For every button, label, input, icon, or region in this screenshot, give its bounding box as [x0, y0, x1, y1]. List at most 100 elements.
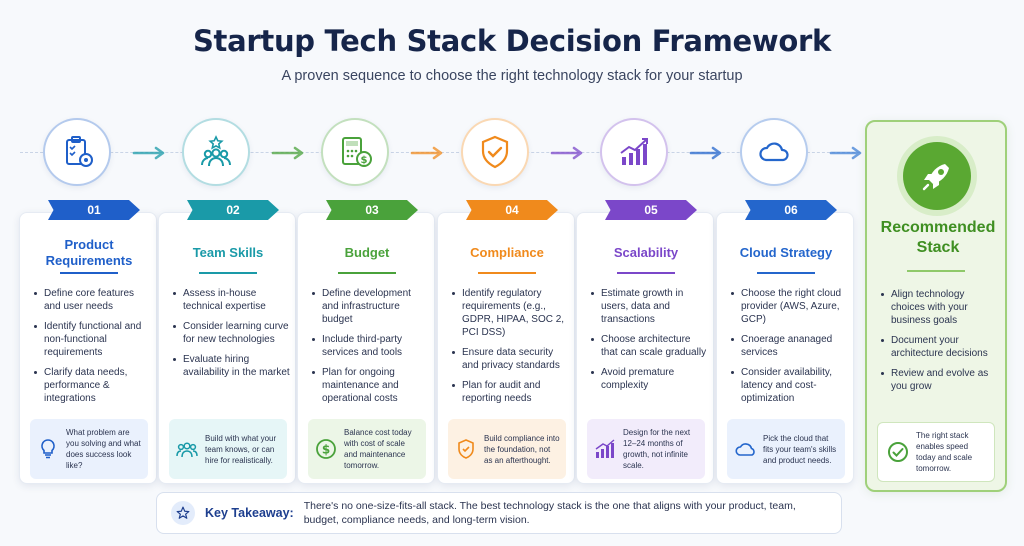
step-number-badge: 02 — [187, 200, 279, 220]
cloud-icon — [759, 142, 789, 162]
arrow-right-icon — [829, 146, 862, 160]
step-divider — [199, 272, 257, 274]
step-card: Budget Define development and infrastruc… — [297, 212, 435, 484]
svg-text:$: $ — [322, 443, 330, 457]
check-circle-icon — [888, 442, 908, 462]
dollar-icon: $ — [316, 439, 336, 459]
step-06: Cloud Strategy Choose the right cloud pr… — [711, 0, 854, 546]
step-02: Team Skills Assess in-house technical ex… — [153, 0, 296, 546]
final-bullet: Review and evolve as you grow — [881, 367, 999, 393]
arrow-right-icon — [271, 146, 304, 160]
step-bullet: Evaluate hiring availability in the mark… — [173, 353, 291, 379]
lightbulb-icon — [41, 439, 55, 459]
step-card: Compliance Identify regulatory requireme… — [437, 212, 575, 484]
step-bullet: Define development and infrastructure bu… — [312, 287, 430, 326]
step-tip: $ Balance cost today with cost of scale … — [308, 419, 426, 479]
shield-icon — [458, 439, 474, 459]
step-bullet: Identify regulatory requirements (e.g., … — [452, 287, 570, 339]
step-bullets: Choose the right cloud provider (AWS, Az… — [731, 287, 849, 412]
step-title: Compliance — [470, 245, 544, 260]
step-05: Scalability Estimate growth in users, da… — [571, 0, 714, 546]
step-tip: Pick the cloud that fits your team's ski… — [727, 419, 845, 479]
step-bullet: Avoid premature complexity — [591, 366, 709, 392]
step-card: Product Requirements Define core feature… — [19, 212, 157, 484]
step-card: Team Skills Assess in-house technical ex… — [158, 212, 296, 484]
page-subtitle: A proven sequence to choose the right te… — [281, 68, 743, 84]
final-tip-text: The right stack enables speed today and … — [916, 431, 973, 473]
chart-icon — [595, 439, 615, 458]
clipboard-target-icon — [66, 136, 93, 167]
step-bullet: Include third-party services and tools — [312, 333, 430, 359]
step-tip: Design for the next 12–24 months of grow… — [587, 419, 705, 479]
step-title: Cloud Strategy — [739, 245, 833, 260]
step-title: Team Skills — [192, 245, 264, 260]
step-03: $ Budget Define development and infrastr… — [292, 0, 435, 546]
step-bullets: Estimate growth in users, data and trans… — [591, 287, 709, 399]
step-tip: What problem are you solving and what do… — [30, 419, 148, 479]
shield-check-icon — [481, 135, 509, 169]
final-bullet: Align technology choices with your busin… — [881, 288, 999, 327]
step-icon-circle — [182, 118, 250, 186]
step-bullet: Assess in-house technical expertise — [173, 287, 291, 313]
step-tip: Build with what your team knows, or can … — [169, 419, 287, 479]
final-divider — [907, 270, 965, 272]
svg-text:$: $ — [361, 155, 368, 166]
step-01: Product Requirements Define core feature… — [14, 0, 157, 546]
step-bullet: Clarify data needs, performance & integr… — [34, 366, 152, 405]
final-bullet: Document your architecture decisions — [881, 334, 999, 360]
calculator-dollar-icon: $ — [342, 137, 372, 167]
step-bullet: Ensure data security and privacy standar… — [452, 346, 570, 372]
step-number-badge: 04 — [466, 200, 558, 220]
step-bullet: Choose architecture that can scale gradu… — [591, 333, 709, 359]
team-star-icon — [201, 135, 231, 167]
final-title: Recommended Stack — [880, 219, 996, 256]
step-tip-text: What problem are you solving and what do… — [66, 428, 141, 470]
step-tip-text: Build compliance into the foundation, no… — [484, 433, 560, 465]
step-04: Compliance Identify regulatory requireme… — [432, 0, 575, 546]
step-bullet: Consider learning curve for new technolo… — [173, 320, 291, 346]
step-bullet: Consider availability, latency and cost-… — [731, 366, 849, 405]
step-card: Scalability Estimate growth in users, da… — [576, 212, 714, 484]
step-bullet: Plan for ongoing maintenance and operati… — [312, 366, 430, 405]
star-icon — [171, 501, 195, 525]
step-icon-circle — [600, 118, 668, 186]
step-title: Budget — [344, 245, 390, 260]
arrow-right-icon — [410, 146, 443, 160]
step-bullet: Cnoerage ananaged services — [731, 333, 849, 359]
step-bullet: Plan for audit and reporting needs — [452, 379, 570, 405]
final-bullets: Align technology choices with your busin… — [881, 288, 999, 400]
step-bullets: Identify regulatory requirements (e.g., … — [452, 287, 570, 412]
step-bullet: Estimate growth in users, data and trans… — [591, 287, 709, 326]
recommended-stack-card: Recommended Stack Align technology choic… — [865, 120, 1007, 492]
step-divider — [757, 272, 815, 274]
step-number-badge: 06 — [745, 200, 837, 220]
step-bullet: Define core features and user needs — [34, 287, 152, 313]
step-card: Cloud Strategy Choose the right cloud pr… — [716, 212, 854, 484]
step-tip-text: Design for the next 12–24 months of grow… — [623, 428, 691, 470]
step-number-badge: 01 — [48, 200, 140, 220]
step-divider — [478, 272, 536, 274]
page-title: Startup Tech Stack Decision Framework — [192, 24, 832, 58]
step-bullet: Identify functional and non-functional r… — [34, 320, 152, 359]
step-number-badge: 03 — [326, 200, 418, 220]
step-tip: Build compliance into the foundation, no… — [448, 419, 566, 479]
key-takeaway: Key Takeaway: There's no one-size-fits-a… — [156, 492, 842, 534]
arrow-right-icon — [689, 146, 722, 160]
team-icon — [176, 442, 198, 458]
final-tip: The right stack enables speed today and … — [877, 422, 995, 482]
arrow-right-icon — [550, 146, 583, 160]
step-number-badge: 05 — [605, 200, 697, 220]
step-icon-circle — [461, 118, 529, 186]
step-tip-text: Build with what your team knows, or can … — [205, 433, 277, 465]
rocket-icon — [903, 142, 971, 210]
step-icon-circle: $ — [321, 118, 389, 186]
step-bullet: Choose the right cloud provider (AWS, Az… — [731, 287, 849, 326]
step-divider — [60, 272, 118, 274]
step-tip-text: Pick the cloud that fits your team's ski… — [763, 433, 837, 465]
step-title: Product Requirements — [45, 237, 133, 268]
growth-chart-icon — [620, 138, 648, 165]
step-divider — [338, 272, 396, 274]
takeaway-label: Key Takeaway: — [205, 506, 294, 520]
